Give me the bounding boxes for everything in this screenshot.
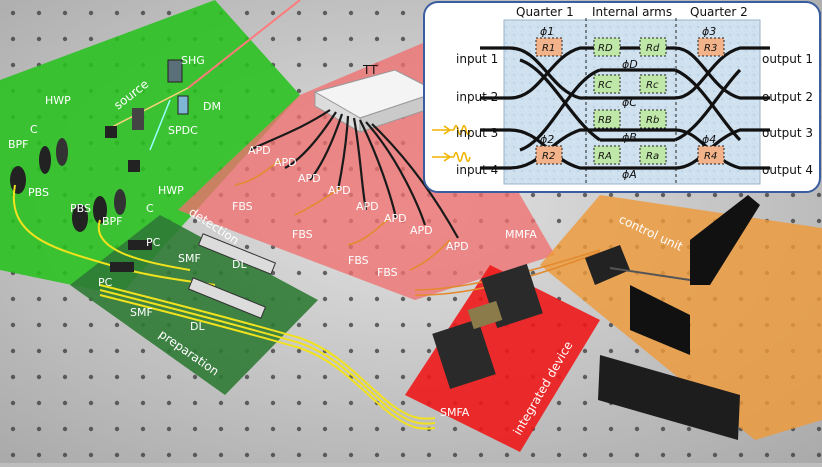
heater-rd-label: Rd xyxy=(646,43,660,54)
source-optics xyxy=(10,59,189,232)
input-2-label: input 2 xyxy=(456,90,498,104)
shg-label: SHG xyxy=(181,54,205,67)
input-3-label: input 3 xyxy=(456,126,498,140)
hwp-label-1: HWP xyxy=(45,94,71,107)
smf-label-2: SMF xyxy=(130,306,153,319)
beam-path-2 xyxy=(149,99,171,151)
input-1-label: input 1 xyxy=(456,52,498,66)
photon-pulse-icon xyxy=(432,124,471,163)
device-zone xyxy=(405,265,600,452)
fbs-label: FBS xyxy=(348,254,369,267)
quarter2-header: Quarter 2 xyxy=(690,5,748,19)
output-4-label: output 4 xyxy=(762,163,813,177)
apd-label: APD xyxy=(410,224,433,237)
phase-B-label: ϕB xyxy=(622,131,637,144)
detection-fibers xyxy=(234,159,601,296)
phase-1-label: ϕ1 xyxy=(540,25,554,38)
heater-rc-label: Rc xyxy=(646,80,659,91)
phase-D-label: ϕD xyxy=(622,58,638,71)
dm-label: DM xyxy=(203,100,221,113)
hwp-label-2: HWP xyxy=(158,184,184,197)
waveguides xyxy=(480,46,770,170)
pc-label-2: PC xyxy=(98,276,113,289)
bpf-label-2: BPF xyxy=(102,215,123,228)
apd-label: APD xyxy=(356,200,379,213)
heater-rB-label: RB xyxy=(598,115,612,126)
apd-label: APD xyxy=(248,144,271,157)
pbs-label-1: PBS xyxy=(28,186,49,199)
phase-A-label: ϕA xyxy=(622,168,637,181)
smfa-label: SMFA xyxy=(440,406,470,419)
fiber-bundle xyxy=(12,184,436,430)
dl-label-1: DL xyxy=(232,258,247,271)
beam-path xyxy=(109,87,189,129)
apd-label: APD xyxy=(384,212,407,225)
heater-rA-label: RA xyxy=(598,151,612,162)
detection-cables xyxy=(249,109,459,239)
bpf-label-1: BPF xyxy=(8,138,29,151)
phase-3-label: ϕ3 xyxy=(702,25,716,38)
integrated-device-stage xyxy=(432,263,543,389)
internal-arms-header: Internal arms xyxy=(592,5,672,19)
phase-C-label: ϕC xyxy=(622,96,637,109)
output-1-label: output 1 xyxy=(762,52,813,66)
pc-label-1: PC xyxy=(146,236,161,249)
fbs-label: FBS xyxy=(292,228,313,241)
apd-label: APD xyxy=(328,184,351,197)
apd-label: APD xyxy=(274,156,297,169)
smf-label-1: SMF xyxy=(178,252,201,265)
heater-rC-label: RC xyxy=(598,80,612,91)
control-hardware xyxy=(585,195,760,440)
phase-4-label: ϕ4 xyxy=(702,133,716,146)
chip-schematic-inset: Quarter 1 Internal arms Quarter 2 xyxy=(423,1,821,193)
heater-r3-label: R3 xyxy=(704,43,717,54)
c-label-1: C xyxy=(30,123,38,136)
output-3-label: output 3 xyxy=(762,126,813,140)
apd-label: APD xyxy=(446,240,469,253)
c-label-2: C xyxy=(146,202,154,215)
preparation-zone xyxy=(70,215,318,395)
input-4-label: input 4 xyxy=(456,163,498,177)
spdc-label: SPDC xyxy=(168,124,198,137)
apd-label: APD xyxy=(298,172,321,185)
heater-r4-label: R4 xyxy=(704,151,717,162)
quarter1-header: Quarter 1 xyxy=(516,5,574,19)
heater-rD-label: RD xyxy=(598,43,613,54)
tt-label: TT xyxy=(362,63,378,77)
output-2-label: output 2 xyxy=(762,90,813,104)
dl-label-2: DL xyxy=(190,320,205,333)
mmfa-label: MMFA xyxy=(505,228,537,241)
heater-ra-label: Ra xyxy=(646,151,659,162)
pump-beam xyxy=(187,0,301,89)
fbs-label: FBS xyxy=(377,266,398,279)
heater-r1-label: R1 xyxy=(542,43,555,54)
delay-lines xyxy=(110,233,277,319)
heater-rb-label: Rb xyxy=(646,115,659,126)
fbs-label: FBS xyxy=(232,200,253,213)
heater-r2-label: R2 xyxy=(542,151,555,162)
phase-2-label: ϕ2 xyxy=(540,133,554,146)
heaters xyxy=(535,37,725,165)
pbs-label-2: PBS xyxy=(70,202,91,215)
